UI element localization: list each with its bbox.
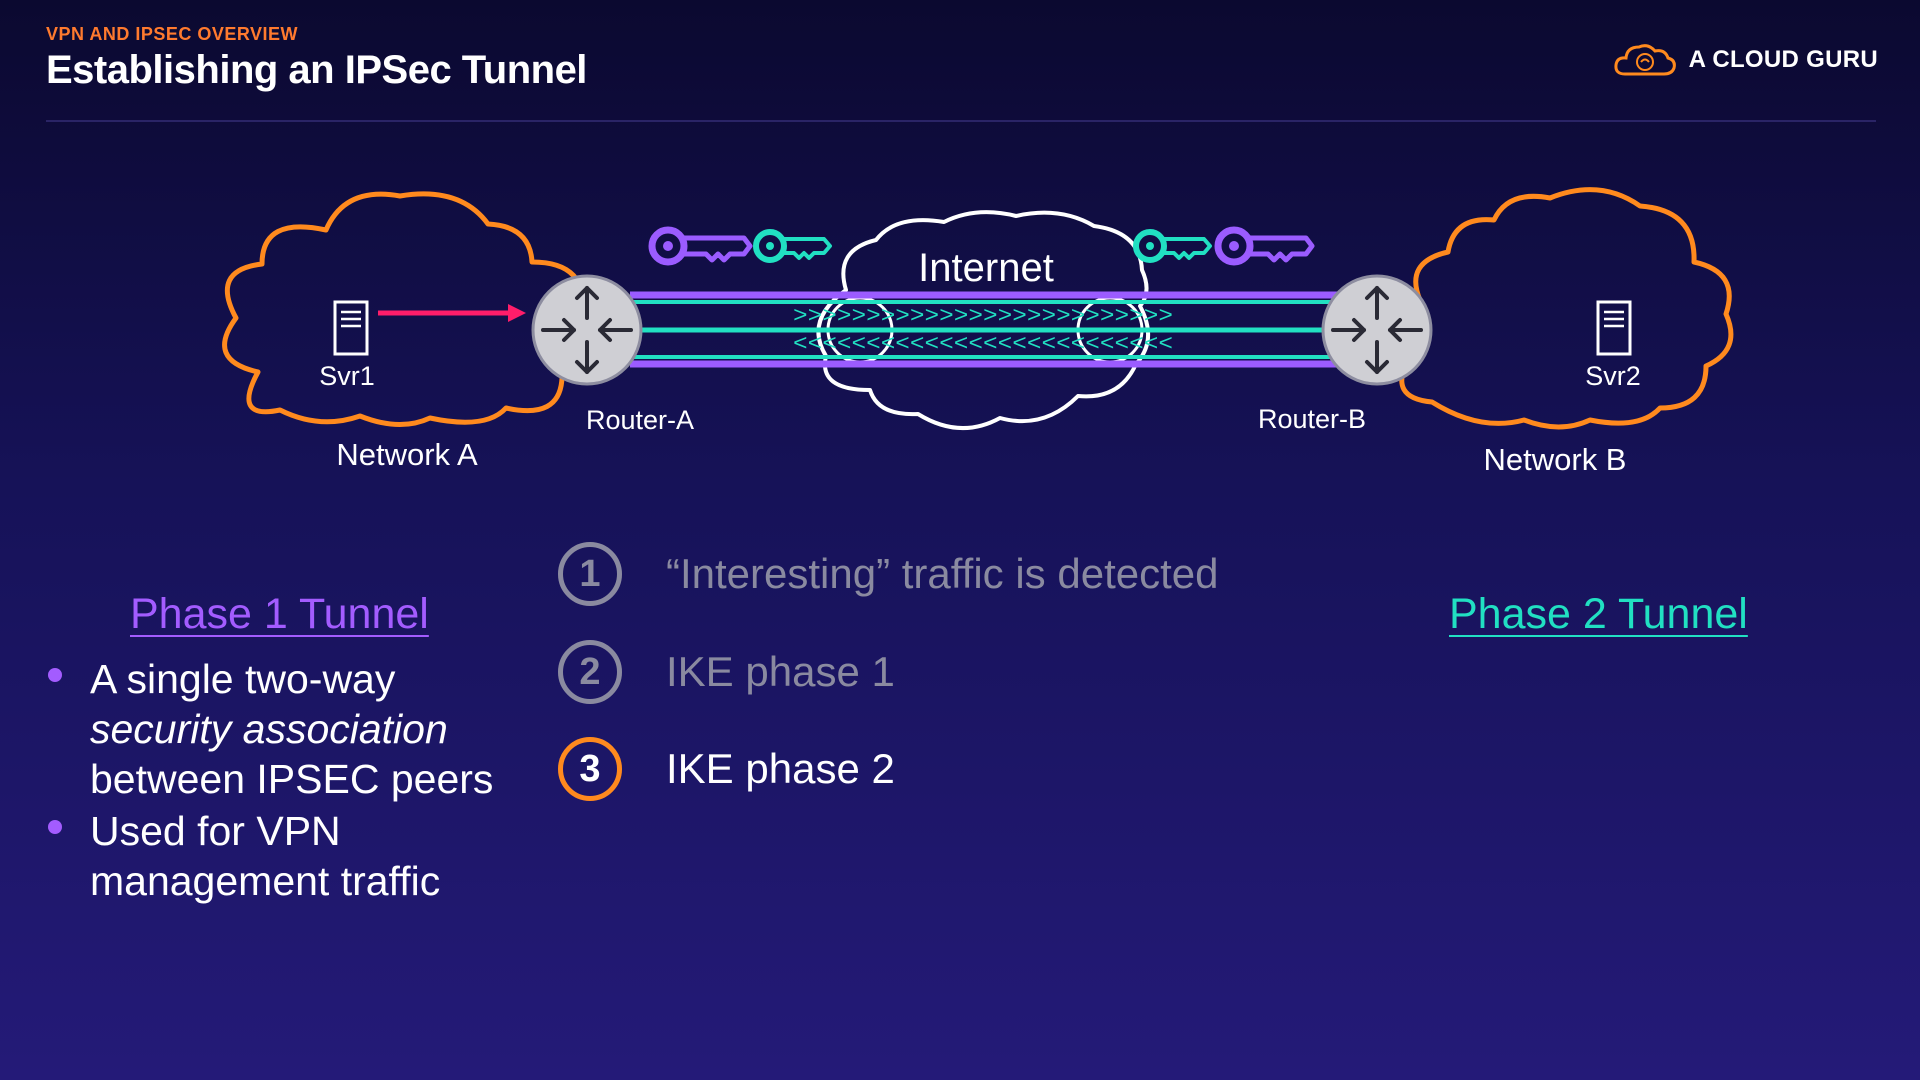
phase1-bullet-2-line2: management traffic [90,858,441,904]
server-svr2-icon [1596,300,1632,356]
phase1-bullet-2: Used for VPN management traffic [46,806,566,906]
svr1-label: Svr1 [319,361,375,391]
ipsec-network-diagram: Internet >>>>>>>>>>>>>>>>>>>>>>>>>> <<<<… [222,187,1734,477]
phase2-tunnel-heading: Phase 2 Tunnel [1449,590,1748,638]
interesting-traffic-arrow [378,304,526,322]
server-svr1-icon [333,300,369,356]
network-a-label: Network A [336,437,478,472]
tunnel-forward-traffic: >>>>>>>>>>>>>>>>>>>>>>>>>> [793,304,1173,329]
router-b-icon [1321,274,1433,386]
step-2: 2 IKE phase 1 [558,634,895,710]
section-eyebrow: VPN AND IPSEC OVERVIEW [46,24,299,44]
cloud-logo-icon [1614,44,1676,76]
phase1-bullet-1-line2: security association [90,706,448,752]
step-1-text: “Interesting” traffic is detected [666,550,1219,597]
internet-label: Internet [918,246,1054,290]
phase1-bullet-1: A single two-way security association be… [46,654,566,804]
brand-logo: A CLOUD GURU [1613,40,1878,80]
step-1: 1 “Interesting” traffic is detected [558,536,1218,612]
step-2-number: 2 [558,640,622,704]
step-3-text: IKE phase 2 [666,745,895,792]
router-b-label: Router-B [1258,404,1366,434]
step-2-text: IKE phase 1 [666,648,895,695]
router-a-icon [531,274,643,386]
ipsec-tunnel: >>>>>>>>>>>>>>>>>>>>>>>>>> <<<<<<<<<<<<<… [630,291,1340,368]
brand-name: A CLOUD GURU [1688,46,1878,73]
phase1-bullet-2-line1: Used for VPN [90,808,341,854]
phase1-bullet-1-line1: A single two-way [90,656,396,702]
slide-title: Establishing an IPSec Tunnel [46,48,587,92]
step-3-number: 3 [558,737,622,801]
phase1-bullet-1-line3: between IPSEC peers [90,756,494,802]
router-a-label: Router-A [586,405,694,435]
phase1-tunnel-heading: Phase 1 Tunnel [130,590,429,638]
phase1-bullet-list: A single two-way security association be… [46,654,566,906]
step-3: 3 IKE phase 2 [558,731,895,807]
header-divider [46,120,1876,122]
tunnel-return-traffic: <<<<<<<<<<<<<<<<<<<<<<<<<< [793,332,1173,357]
phase2-key-icon-right [1133,229,1212,263]
phase1-key-icon-right [1214,226,1315,266]
network-b-cloud [1398,187,1734,430]
step-1-number: 1 [558,542,622,606]
network-b-label: Network B [1484,442,1627,477]
bullet-dot-icon [48,668,62,682]
bullet-dot-icon [48,820,62,834]
network-a-cloud [222,191,596,428]
phase2-key-icon-left [753,229,832,263]
svr2-label: Svr2 [1585,361,1641,391]
phase1-key-icon-left [648,226,753,266]
